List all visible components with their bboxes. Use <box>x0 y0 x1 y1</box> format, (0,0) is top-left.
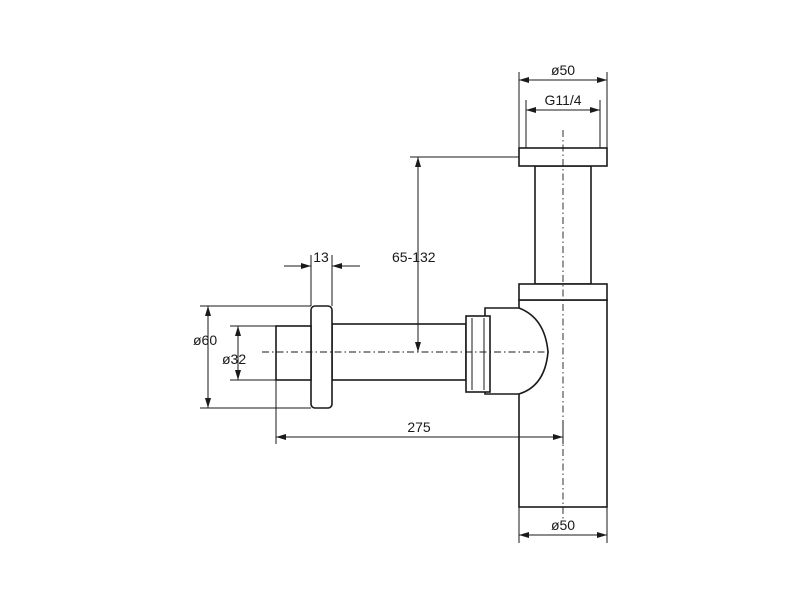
wall-flange <box>310 305 333 409</box>
label-horizontal-length: 275 <box>407 419 431 435</box>
label-top-thread: G11/4 <box>544 92 581 108</box>
arrow-top-outer-right <box>597 77 607 83</box>
arrow-pipe-dia-bottom <box>235 370 241 380</box>
arrow-flange-dia-top <box>205 306 211 316</box>
arrow-bottom-left <box>519 532 529 538</box>
label-pipe-diameter: ø32 <box>222 351 246 367</box>
label-bottom-diameter: ø50 <box>551 517 575 533</box>
arrow-flange-right <box>332 263 342 269</box>
arrow-thread-right <box>590 107 600 113</box>
arrow-thread-left <box>526 107 536 113</box>
arrow-bottom-right <box>597 532 607 538</box>
label-flange-diameter: ø60 <box>193 332 217 348</box>
arrow-height-top <box>415 157 421 167</box>
arrow-flange-left <box>301 263 311 269</box>
wall-pipe-end <box>275 325 312 381</box>
arrow-length-right <box>553 434 563 440</box>
label-height-range: 65-132 <box>392 249 436 265</box>
label-top-outer-diameter: ø50 <box>551 62 575 78</box>
arrow-height-bottom <box>415 342 421 352</box>
label-flange-width: 13 <box>313 249 329 265</box>
arrow-top-outer-left <box>519 77 529 83</box>
pipe-coupling-nut <box>465 315 491 393</box>
arrow-pipe-dia-top <box>235 326 241 336</box>
arrow-flange-dia-bottom <box>205 398 211 408</box>
arrow-length-left <box>276 434 286 440</box>
